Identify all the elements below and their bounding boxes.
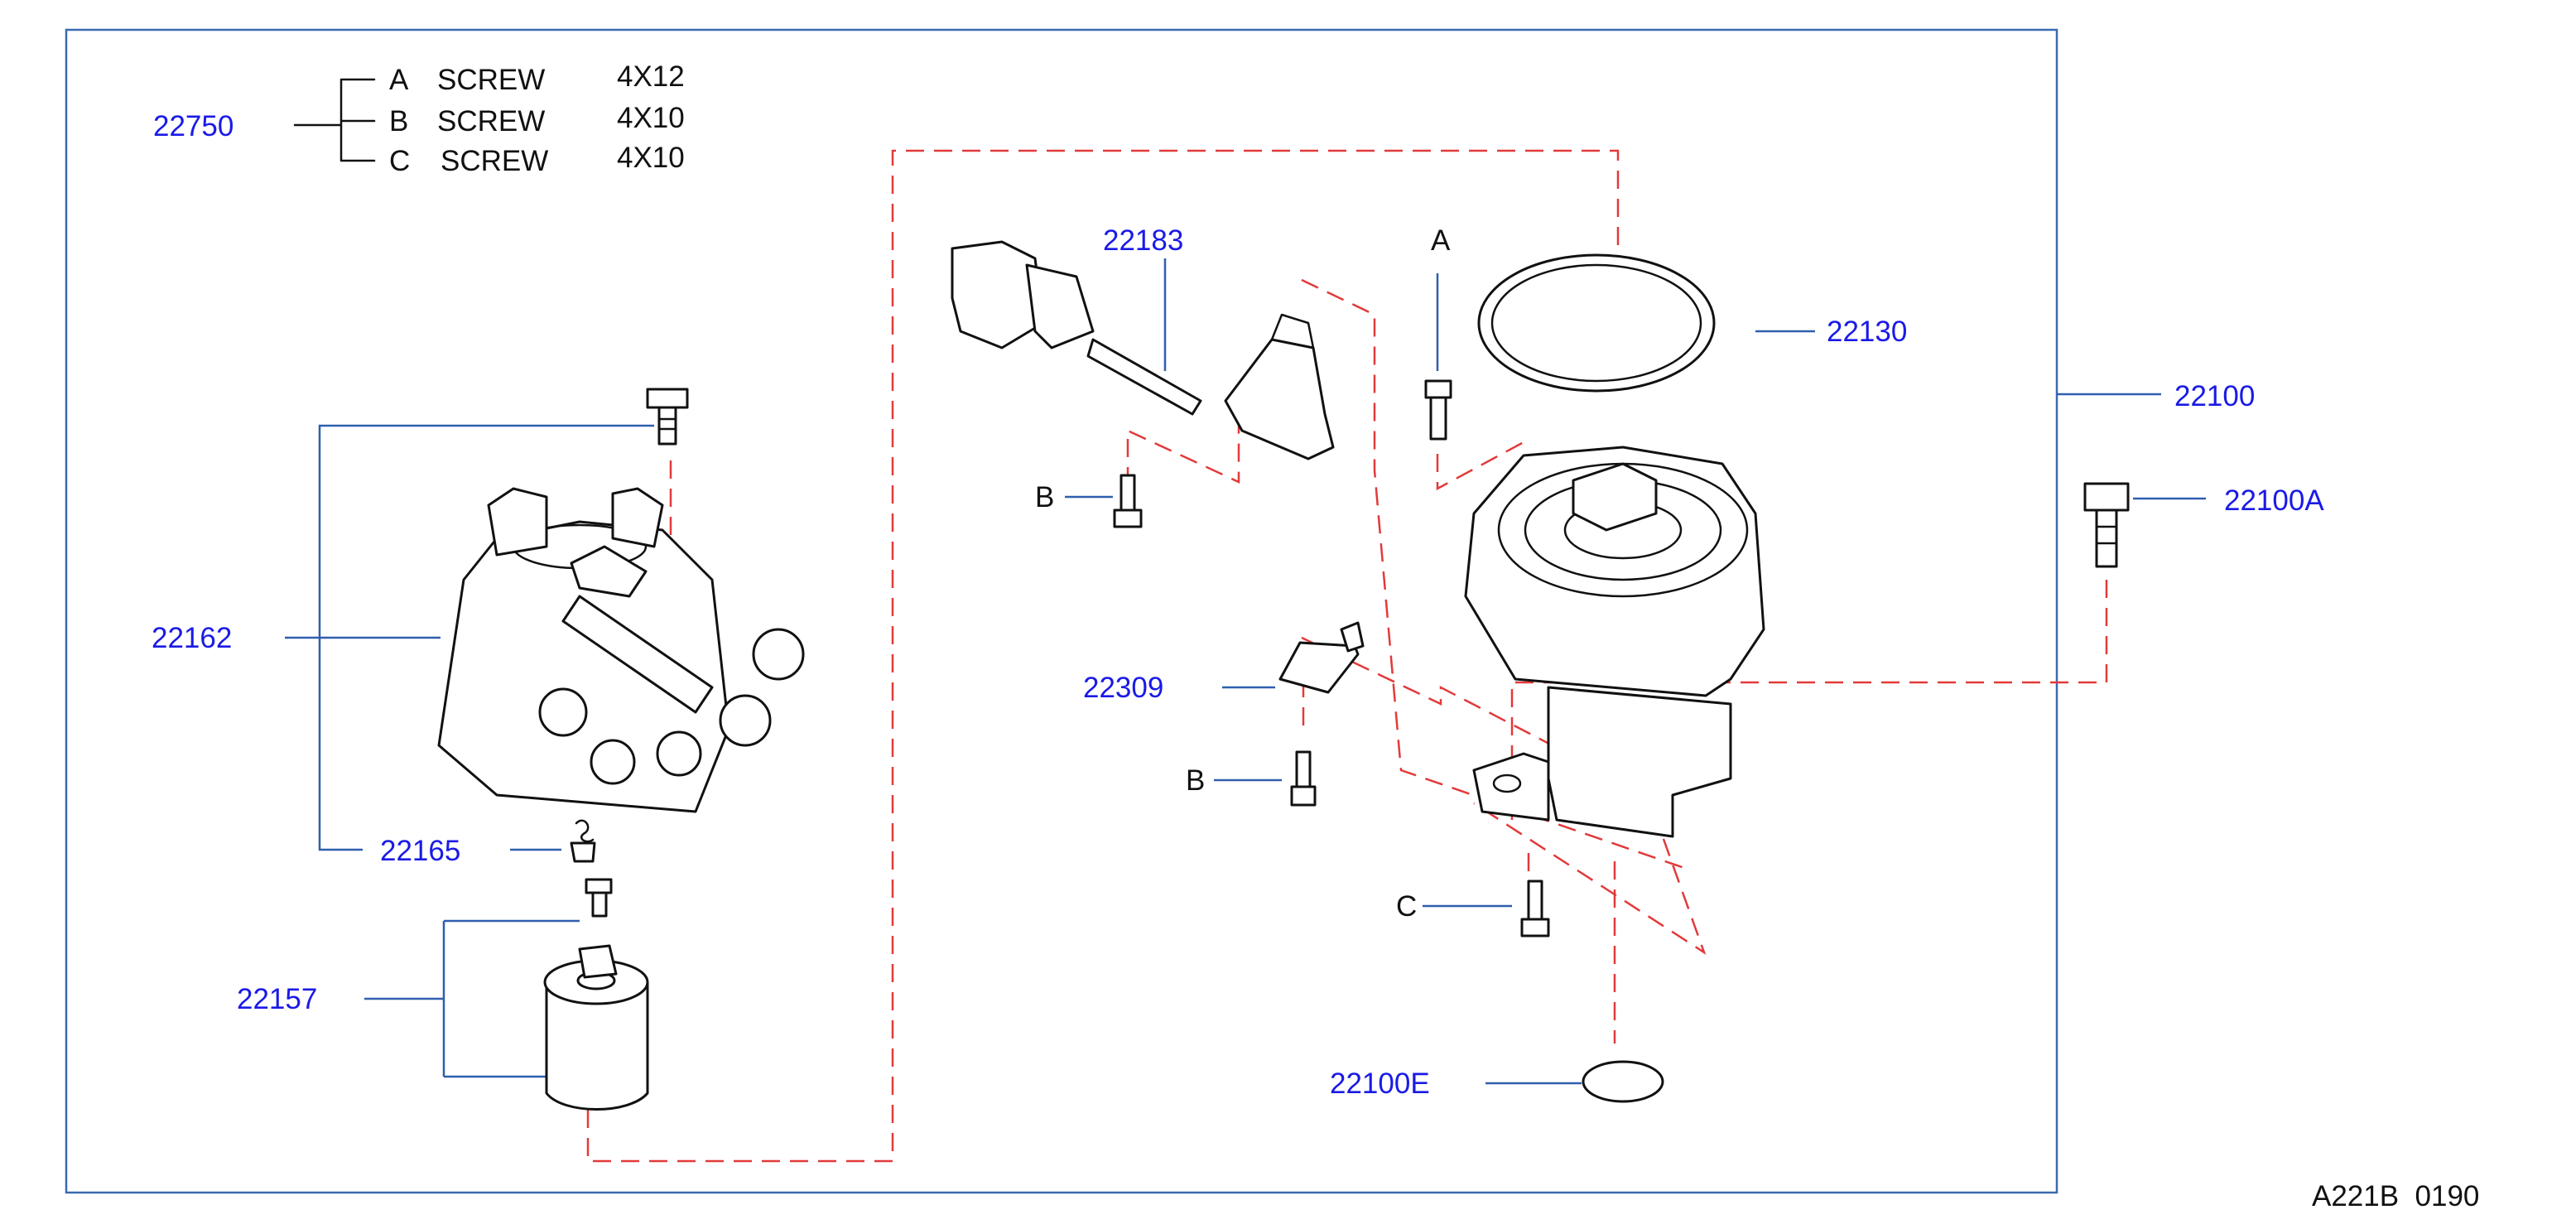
bracket-part[interactable]	[1278, 621, 1365, 694]
bracket-screw-b-part[interactable]	[1290, 750, 1317, 807]
o-ring-part[interactable]	[1477, 253, 1716, 393]
part-label-22309[interactable]: 22309	[1083, 672, 1163, 704]
screw-row-a-size: 4X12	[617, 60, 685, 93]
leader-lines	[285, 258, 2206, 1085]
diagram-code: A221B 0190	[2312, 1180, 2479, 1212]
screw-row-c-letter: C	[389, 145, 410, 177]
screw-a-part[interactable]	[1424, 379, 1452, 441]
screw-row-b-name: SCREW	[437, 105, 545, 137]
carbon-brush-part[interactable]	[570, 819, 596, 863]
callout-screw-b-bracket: B	[1186, 764, 1205, 797]
part-label-22130[interactable]: 22130	[1827, 316, 1907, 348]
screw-row-c-name: SCREW	[441, 145, 548, 177]
part-label-22100E[interactable]: 22100E	[1330, 1068, 1430, 1100]
distributor-housing-part[interactable]	[1464, 446, 1765, 838]
rotor-head-part[interactable]	[543, 944, 649, 1111]
part-labels: 22183 22130 22100 22100A 22162 22309 221…	[152, 224, 2324, 1100]
screw-set-table: 22750 A SCREW 4X12 B SCREW 4X10 C SCREW …	[153, 60, 685, 177]
distributor-bolt-part[interactable]	[2083, 482, 2130, 568]
screw-row-c-size: 4X10	[617, 142, 685, 174]
screw-row-b-letter: B	[389, 105, 408, 137]
part-label-22165[interactable]: 22165	[380, 835, 460, 867]
distributor-cap-part[interactable]	[437, 487, 805, 813]
diagram-frame	[65, 28, 2058, 1194]
sensor-screw-b-part[interactable]	[1113, 474, 1143, 528]
part-label-22162[interactable]: 22162	[152, 622, 232, 654]
part-label-22157[interactable]: 22157	[237, 983, 317, 1015]
part-label-22100A[interactable]: 22100A	[2224, 484, 2324, 517]
seal-plate-part[interactable]	[1582, 1060, 1664, 1103]
callout-screw-a: A	[1431, 224, 1451, 257]
crank-angle-sensor-part[interactable]	[951, 240, 1335, 460]
screw-c-part[interactable]	[1520, 880, 1550, 937]
cap-screw-part[interactable]	[646, 388, 689, 446]
part-label-22750[interactable]: 22750	[153, 110, 234, 142]
screw-row-a-letter: A	[389, 64, 409, 96]
part-label-22183[interactable]: 22183	[1103, 224, 1183, 257]
screw-row-a-name: SCREW	[437, 64, 545, 96]
callout-screw-b-sensor: B	[1035, 481, 1054, 513]
callout-screw-c: C	[1396, 890, 1417, 923]
rotor-screw-part[interactable]	[585, 878, 613, 918]
part-label-22100[interactable]: 22100	[2174, 380, 2255, 412]
screw-row-b-size: 4X10	[617, 102, 685, 134]
